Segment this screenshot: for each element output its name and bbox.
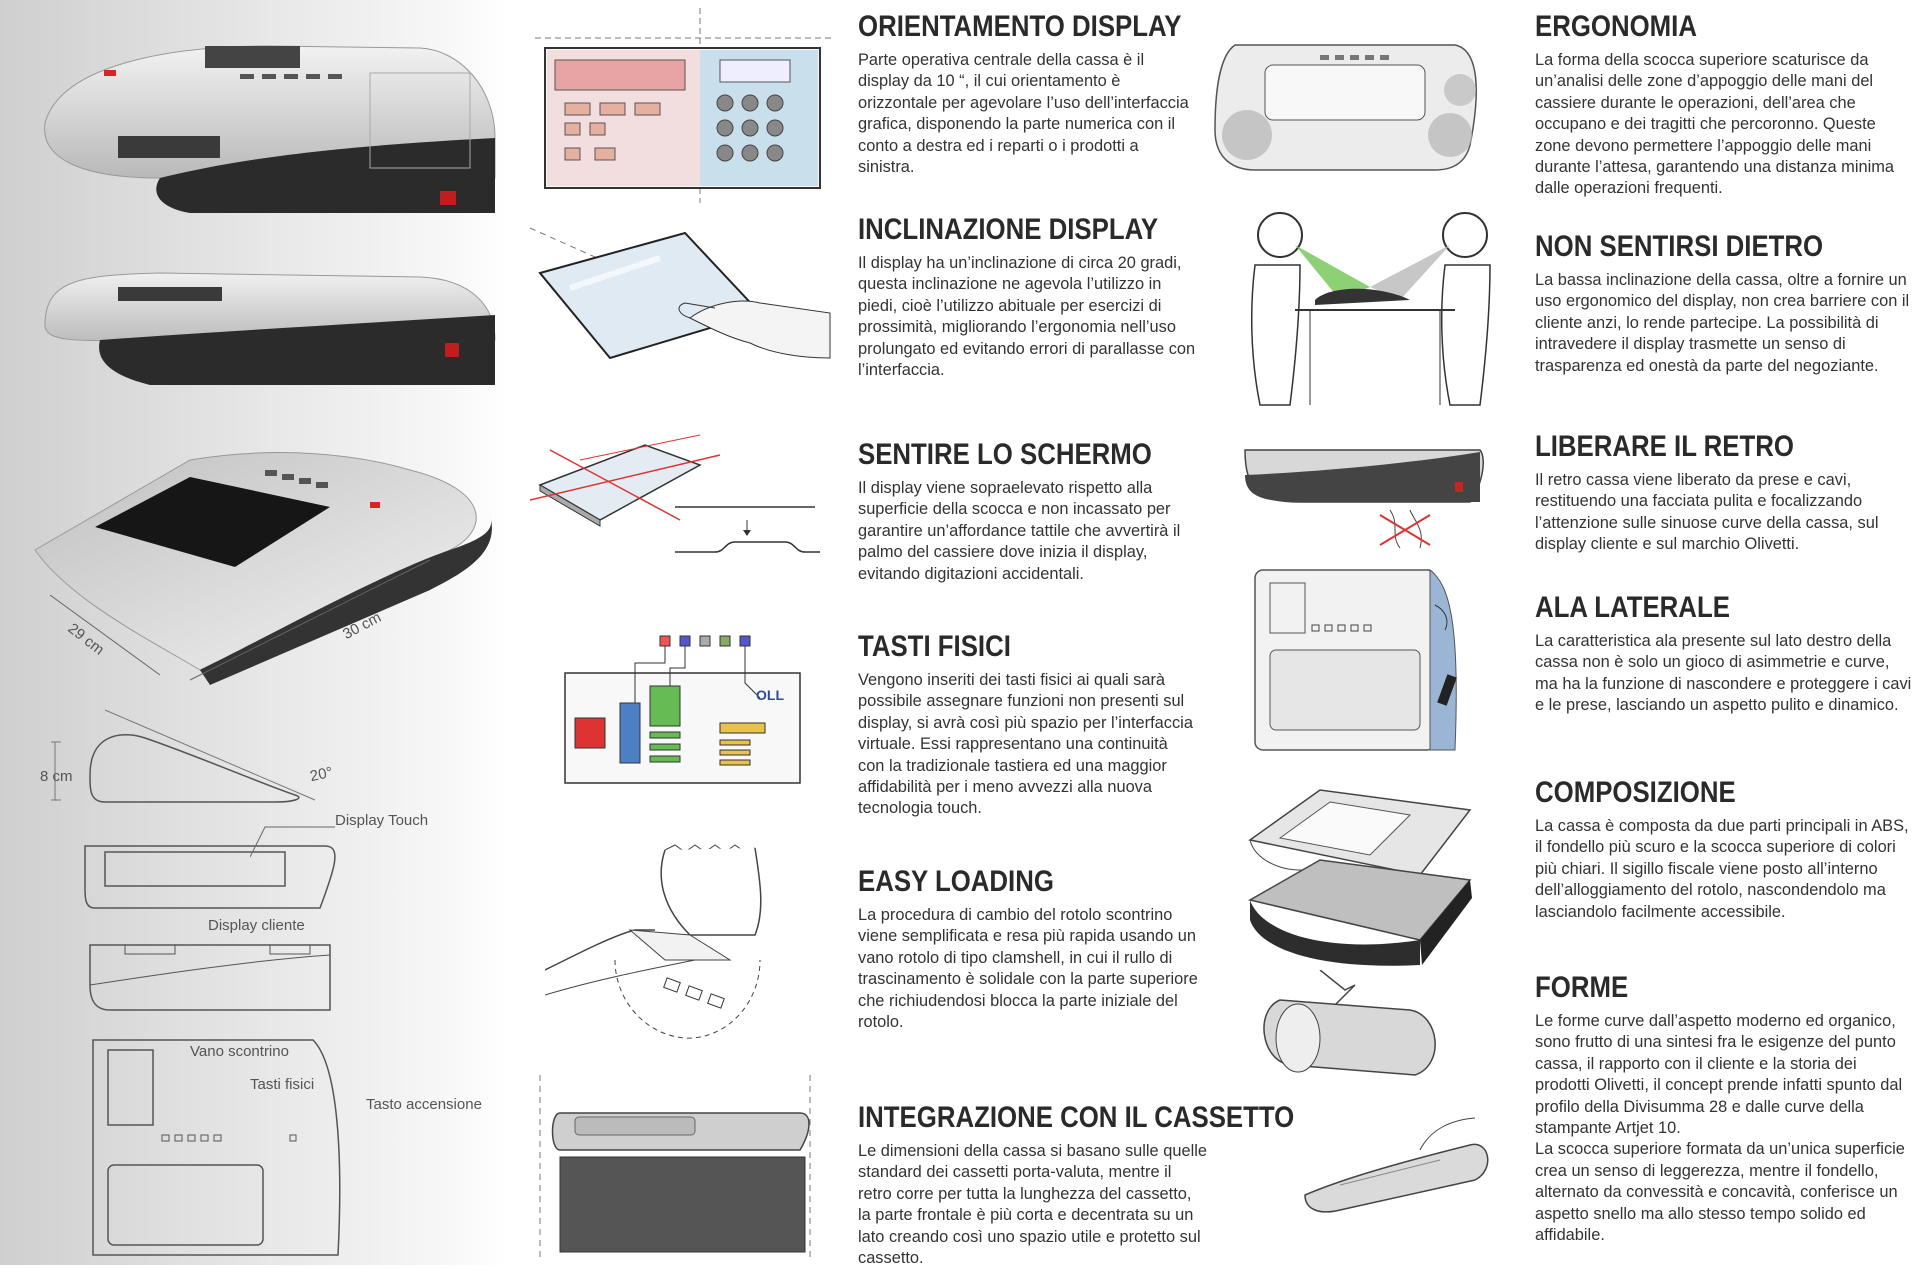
section-title: ALA LATERALE — [1535, 591, 1730, 624]
product-renders-panel: 29 cm 30 cm 8 cm 20° Display Touch Displ… — [0, 0, 510, 1265]
sketch-cashier-customer — [1250, 212, 1491, 406]
sketch-divisumma-shape — [1263, 970, 1436, 1076]
sketch-ergonomics-top — [1214, 44, 1477, 171]
sketch-physical-keys: OLL — [564, 635, 801, 784]
sketch-side-wing — [1254, 568, 1457, 751]
section-sentire-lo-schermo: SENTIRE LO SCHERMO Il display viene sopr… — [858, 438, 1198, 585]
section-orientamento-display: ORIENTAMENTO DISPLAY Parte operativa cen… — [858, 10, 1198, 178]
section-title: NON SENTIRSI DIETRO — [1535, 230, 1824, 263]
section-inclinazione-display: INCLINAZIONE DISPLAY Il display ha un’in… — [858, 213, 1198, 381]
section-title: TASTI FISICI — [858, 630, 1011, 663]
section-body: La caratteristica ala presente sul lato … — [1535, 632, 1912, 715]
section-title: COMPOSIZIONE — [1535, 776, 1736, 809]
section-title: FORME — [1535, 971, 1629, 1004]
section-tasti-fisici: TASTI FISICI Vengono inseriti dei tasti … — [858, 630, 1198, 820]
section-title: INCLINAZIONE DISPLAY — [858, 213, 1159, 246]
leader-display-touch — [250, 826, 335, 858]
section-body: Il retro cassa viene liberato da prese e… — [1535, 471, 1879, 554]
section-easy-loading: EASY LOADING La procedura di cambio del … — [858, 865, 1198, 1033]
section-title: ORIENTAMENTO DISPLAY — [858, 10, 1182, 43]
dimension-height-label: 8 cm — [40, 768, 73, 785]
label-display-touch: Display Touch — [335, 812, 429, 829]
section-non-sentirsi-dietro: NON SENTIRSI DIETRO La bassa inclinazion… — [1535, 230, 1915, 377]
sketch-inclined-display-hand — [529, 227, 831, 360]
section-liberare-il-retro: LIBERARE IL RETRO Il retro cassa viene l… — [1535, 430, 1915, 556]
section-title: ERGONOMIA — [1535, 10, 1697, 43]
section-body: Vengono inseriti dei tasti fisici ai qua… — [858, 671, 1193, 818]
sketch-composition-exploded — [1247, 789, 1472, 966]
section-body: La forma della scocca superiore scaturis… — [1535, 51, 1895, 198]
section-body-second: La scocca superiore formata da un’unica … — [1535, 1140, 1905, 1245]
sketch-raised-screen — [530, 434, 820, 553]
label-tasto-accensione: Tasto accensione — [366, 1096, 482, 1113]
section-ergonomia: ERGONOMIA La forma della scocca superior… — [1535, 10, 1915, 200]
render-front-view — [44, 45, 496, 213]
label-tasti-fisici: Tasti fisici — [250, 1076, 315, 1093]
section-title: LIBERARE IL RETRO — [1535, 430, 1794, 463]
section-composizione: COMPOSIZIONE La cassa è composta da due … — [1535, 776, 1915, 923]
rear-elevation-drawing — [89, 944, 331, 1011]
top-plan-drawing — [92, 1039, 341, 1256]
section-body: La procedura di cambio del rotolo scontr… — [858, 906, 1198, 1032]
render-back-view — [44, 272, 496, 385]
sketch-clamshell-roll — [545, 844, 762, 1039]
front-elevation-drawing — [84, 845, 336, 909]
section-body: Le forme curve dall’aspetto moderno ed o… — [1535, 1012, 1903, 1138]
section-body: La bassa inclinazione della cassa, oltre… — [1535, 271, 1910, 375]
section-title: EASY LOADING — [858, 865, 1054, 898]
section-body: La cassa è composta da due parti princip… — [1535, 817, 1909, 921]
render-perspective-view — [34, 452, 492, 685]
section-body: Il display ha un’inclinazione di circa 2… — [858, 254, 1196, 380]
side-profile-drawing — [51, 709, 316, 803]
section-ala-laterale: ALA LATERALE La caratteristica ala prese… — [1535, 591, 1915, 717]
sketch-display-layout — [535, 8, 835, 203]
sketch-artjet-shape — [1304, 1117, 1489, 1213]
section-title: INTEGRAZIONE CON IL CASSETTO — [858, 1101, 1295, 1134]
sketch-clean-back — [1244, 449, 1484, 549]
sketch-drawer-integration — [539, 1075, 811, 1260]
sketch-logo-text: OLL — [756, 687, 784, 703]
section-body: Le dimensioni della cassa si basano sull… — [858, 1142, 1207, 1268]
section-integrazione-cassetto: INTEGRAZIONE CON IL CASSETTO Le dimensio… — [858, 1101, 1295, 1269]
label-display-cliente: Display cliente — [208, 917, 305, 934]
section-body: Il display viene sopraelevato rispetto a… — [858, 479, 1181, 583]
section-forme: FORME Le forme curve dall’aspetto modern… — [1535, 971, 1915, 1246]
section-title: SENTIRE LO SCHERMO — [858, 438, 1152, 471]
section-body: Parte operativa centrale della cassa è i… — [858, 51, 1189, 177]
label-vano-scontrino: Vano scontrino — [190, 1043, 289, 1060]
